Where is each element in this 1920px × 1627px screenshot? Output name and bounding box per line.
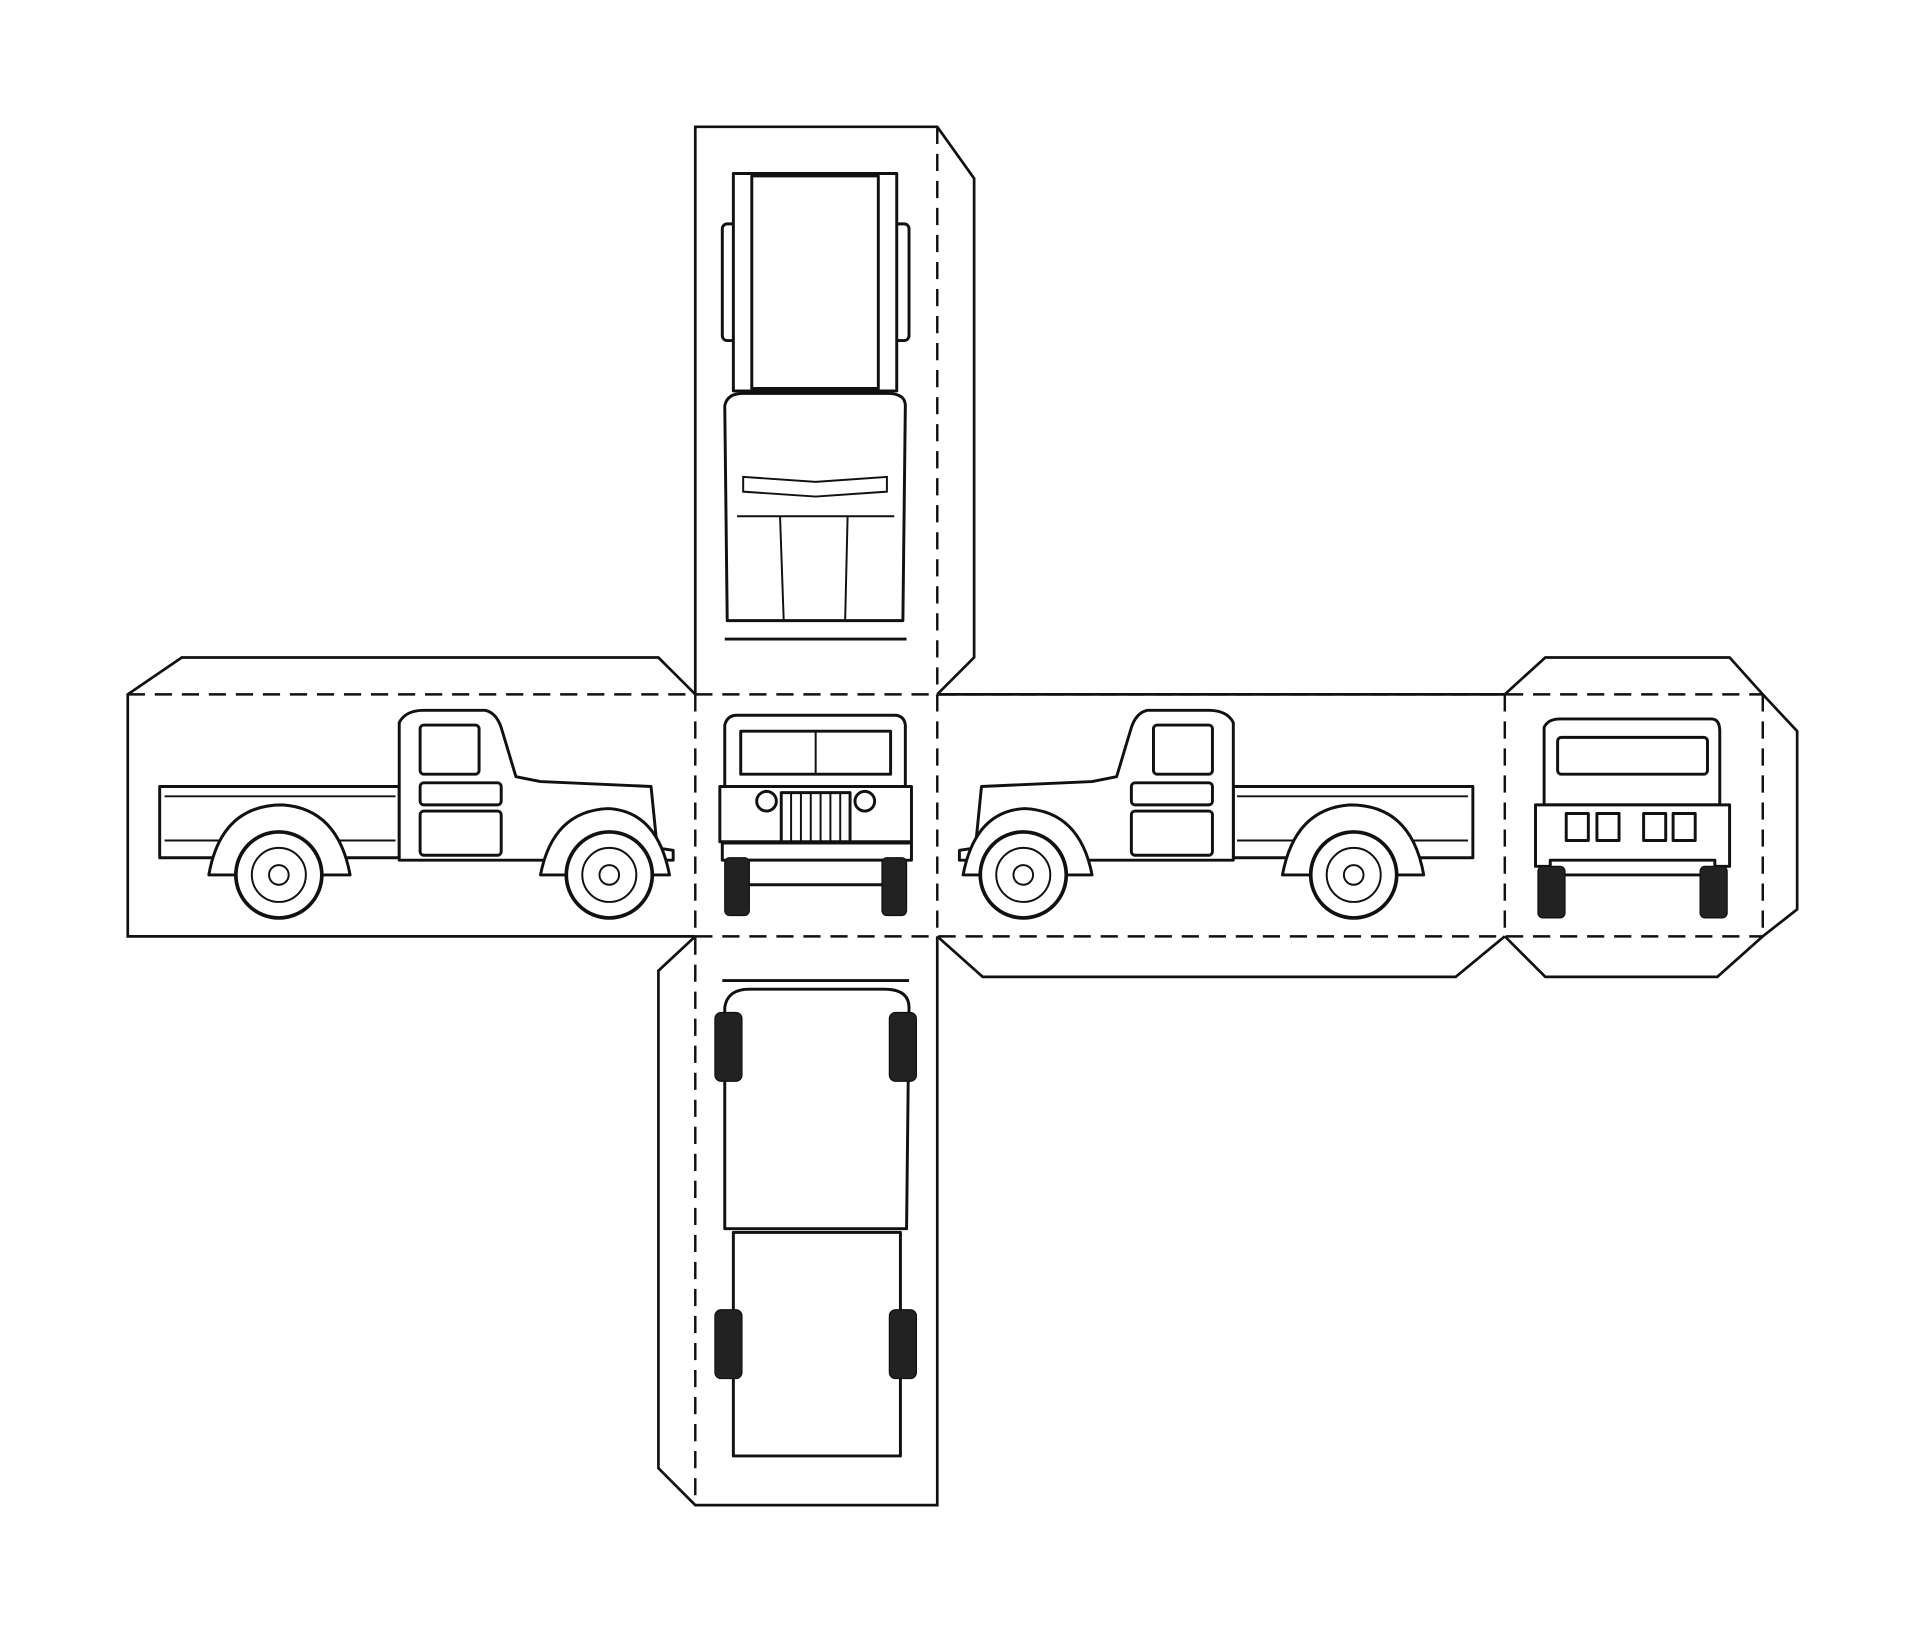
truck-side-view-right bbox=[957, 708, 1475, 920]
truck-top-view bbox=[720, 172, 911, 641]
truck-front-view bbox=[718, 713, 913, 917]
truck-side-view-left bbox=[157, 708, 676, 920]
truck-rear-view bbox=[1534, 717, 1732, 919]
top-panel-outline bbox=[693, 125, 976, 696]
left-panel-outline bbox=[126, 656, 697, 938]
bottom-panel-outline bbox=[657, 935, 939, 1507]
rear-panel-outline bbox=[1503, 656, 1799, 979]
truck-bottom-view bbox=[714, 979, 918, 1458]
